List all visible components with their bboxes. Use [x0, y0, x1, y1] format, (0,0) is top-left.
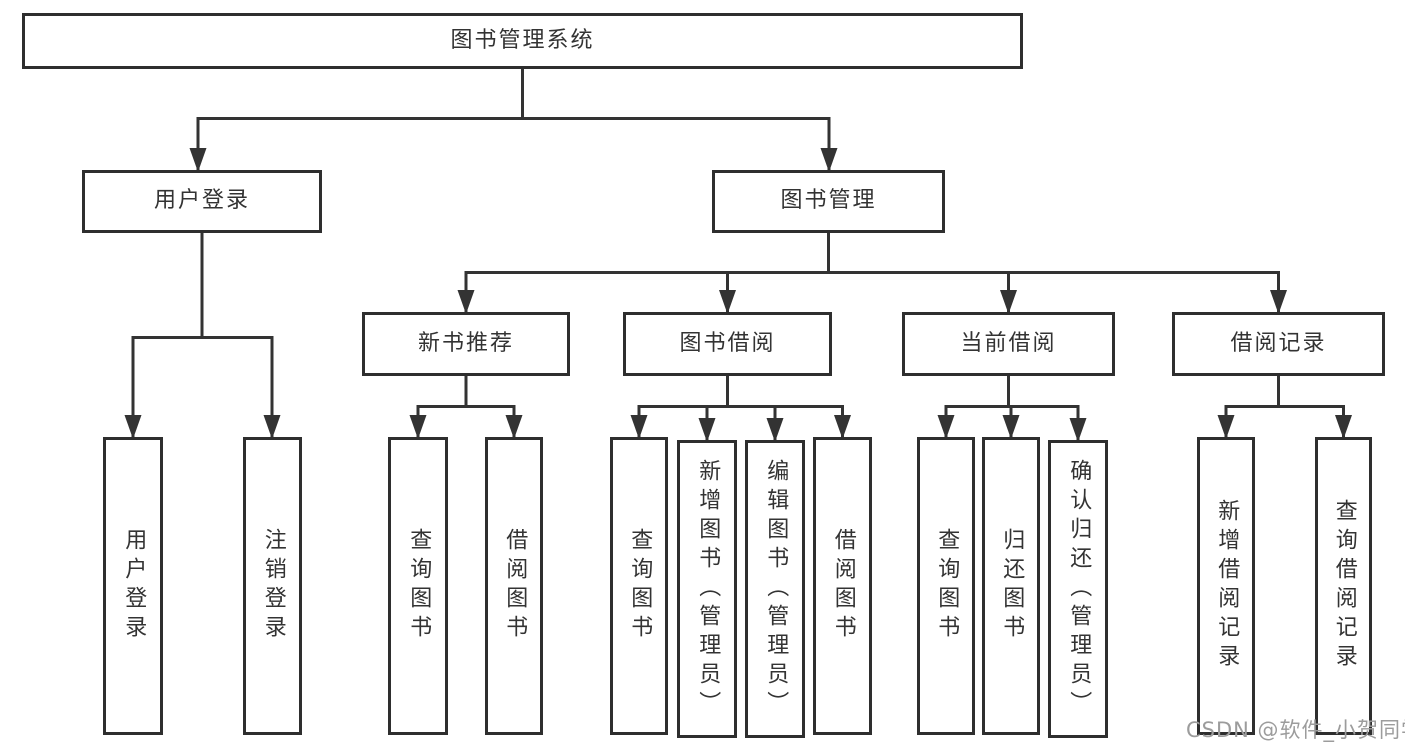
leaf-nb-query-books-label: 查询图书 [406, 528, 432, 644]
leaf-br-add-record-label: 新增借阅记录 [1214, 499, 1240, 673]
leaf-cb-return-books: 归还图书 [982, 437, 1040, 735]
connector-root-to-level2 [189, 68, 838, 172]
node-book-borrow-label: 图书借阅 [679, 330, 776, 356]
node-borrow-records: 借阅记录 [1172, 312, 1385, 376]
leaf-br-add-record: 新增借阅记录 [1197, 437, 1255, 735]
leaf-br-query-record: 查询借阅记录 [1315, 437, 1372, 735]
leaf-logout-label: 注销登录 [260, 528, 286, 644]
connector-current-borrow-to-leaves [937, 376, 1087, 442]
leaf-bb-borrow-books-label: 借阅图书 [830, 528, 856, 644]
leaf-cb-confirm-return-admin-label: 确认归还（管理员） [1066, 458, 1092, 720]
connector-book-borrow-to-leaves [630, 376, 851, 442]
leaf-logout: 注销登录 [243, 437, 302, 735]
leaf-cb-return-books-label: 归还图书 [999, 528, 1025, 644]
leaf-user-login-label: 用户登录 [121, 528, 147, 644]
node-book-management-label: 图书管理 [780, 188, 877, 214]
leaf-bb-edit-books-admin: 编辑图书（管理员） [745, 440, 805, 738]
leaf-nb-query-books: 查询图书 [388, 437, 448, 735]
leaf-bb-borrow-books: 借阅图书 [813, 437, 872, 735]
node-current-borrow-label: 当前借阅 [960, 330, 1057, 356]
leaf-bb-add-books-admin: 新增图书（管理员） [677, 440, 737, 738]
node-new-book-recommend-label: 新书推荐 [417, 330, 514, 356]
connector-new-book-to-leaves [409, 376, 523, 439]
connector-user-login-to-leaves [124, 233, 281, 439]
node-user-login-label: 用户登录 [153, 188, 250, 214]
leaf-cb-confirm-return-admin: 确认归还（管理员） [1048, 440, 1108, 738]
leaf-bb-query-books: 查询图书 [610, 437, 668, 735]
leaf-bb-add-books-admin-label: 新增图书（管理员） [695, 458, 721, 720]
connector-borrow-records-to-leaves [1217, 376, 1352, 439]
leaf-br-query-record-label: 查询借阅记录 [1331, 499, 1357, 673]
leaf-nb-borrow-books: 借阅图书 [485, 437, 543, 735]
node-borrow-records-label: 借阅记录 [1230, 330, 1327, 356]
leaf-user-login: 用户登录 [103, 437, 163, 735]
node-user-login: 用户登录 [82, 170, 322, 233]
leaf-cb-query-books: 查询图书 [917, 437, 975, 735]
node-root: 图书管理系统 [22, 13, 1023, 69]
node-book-management: 图书管理 [712, 170, 945, 233]
csdn-watermark: CSDN @软件_小贺同学 [1186, 718, 1405, 742]
leaf-cb-query-books-label: 查询图书 [934, 528, 960, 644]
node-book-borrow: 图书借阅 [623, 312, 832, 376]
node-current-borrow: 当前借阅 [902, 312, 1115, 376]
leaf-nb-borrow-books-label: 借阅图书 [502, 528, 528, 644]
node-root-label: 图书管理系统 [450, 27, 595, 53]
connector-book-mgmt-to-level3 [457, 233, 1287, 314]
leaf-bb-query-books-label: 查询图书 [627, 528, 653, 644]
node-new-book-recommend: 新书推荐 [362, 312, 570, 376]
leaf-bb-edit-books-admin-label: 编辑图书（管理员） [763, 458, 789, 720]
